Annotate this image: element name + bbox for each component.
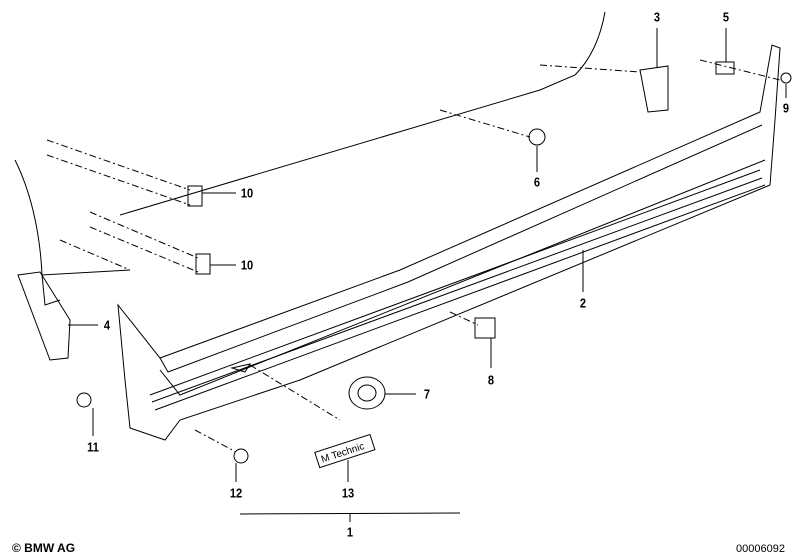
body-outline-left [14, 159, 131, 276]
label-part-6: 6 [533, 174, 541, 190]
label-part-8: 8 [487, 372, 495, 388]
leader-lines [68, 28, 787, 522]
label-part-10-upper: 10 [240, 185, 254, 201]
label-part-5: 5 [722, 9, 730, 25]
label-part-11: 11 [87, 439, 99, 455]
copyright: © BMW AG [12, 541, 76, 555]
part-3-cover [639, 65, 669, 113]
label-part-12: 12 [229, 485, 243, 501]
part-4-bracket [17, 271, 71, 361]
rocker-panel [117, 44, 781, 441]
part-13-badge: M Technic [314, 433, 376, 469]
body-outline [119, 11, 606, 216]
part-7-cap [348, 376, 386, 410]
part-12-bolt [233, 448, 249, 464]
assembly-lines [46, 59, 781, 453]
label-part-7: 7 [423, 386, 431, 402]
label-part-3: 3 [653, 9, 661, 25]
label-part-4: 4 [103, 317, 111, 333]
label-part-10-lower: 10 [240, 257, 254, 273]
label-part-13: 13 [341, 485, 355, 501]
part-9-bolt [780, 72, 792, 84]
label-part-1: 1 [346, 524, 354, 540]
part-11-bolt [76, 392, 92, 408]
part-8-holder [474, 317, 496, 339]
badge-text: M Technic [320, 441, 366, 465]
label-part-9: 9 [782, 100, 790, 116]
label-part-2: 2 [579, 295, 587, 311]
diagram-id: 00006092 [736, 543, 785, 555]
part-10-clip-upper [187, 185, 203, 207]
part-6-grommet [528, 128, 546, 146]
part-10-clip-lower [195, 253, 211, 275]
